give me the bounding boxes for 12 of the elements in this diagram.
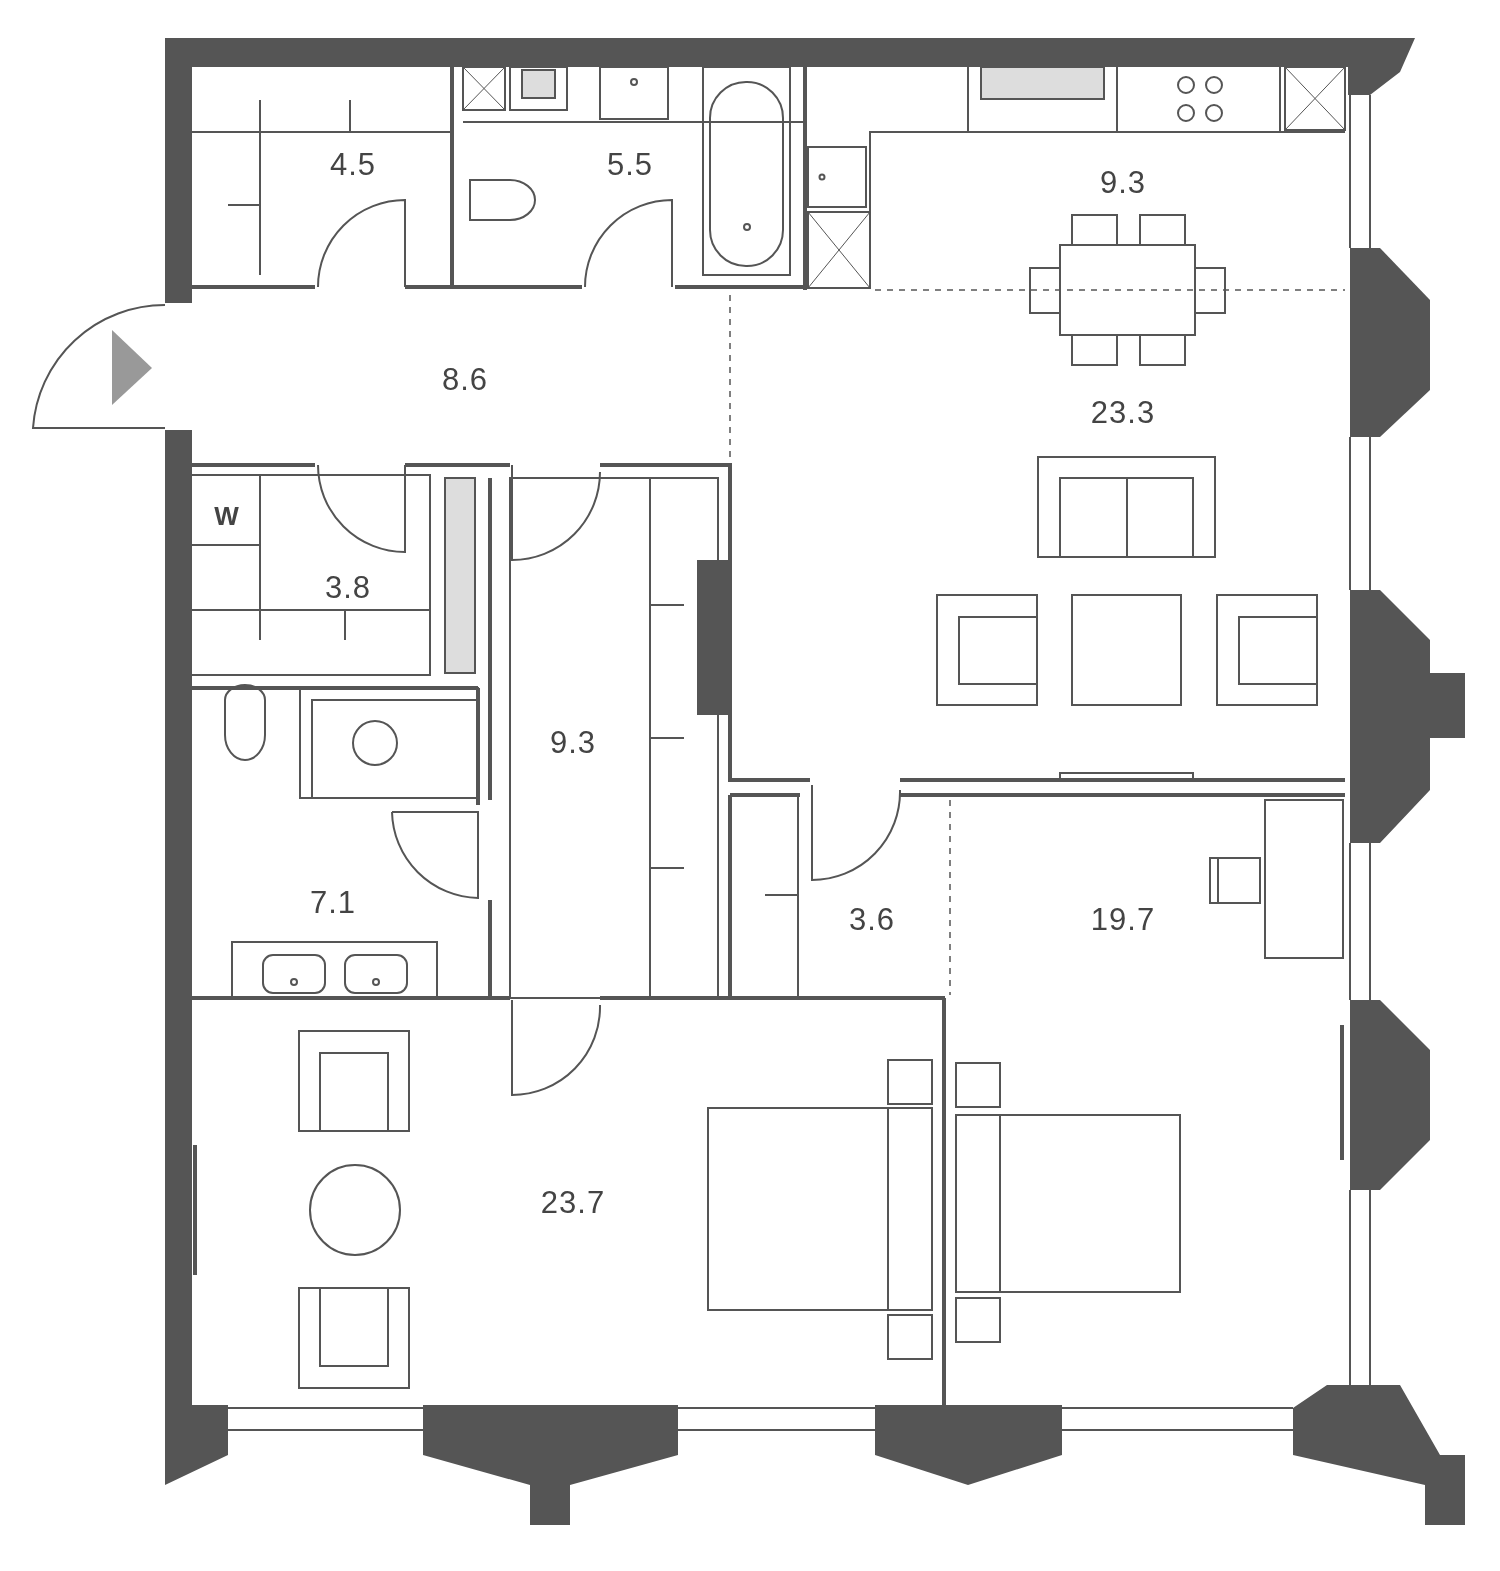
area-label: 5.5 bbox=[606, 147, 654, 183]
area-label: 23.7 bbox=[540, 1185, 606, 1221]
room-mark: W bbox=[214, 500, 240, 532]
area-label: 23.3 bbox=[1090, 395, 1156, 431]
area-label: 9.3 bbox=[1099, 165, 1147, 201]
area-label: 9.3 bbox=[549, 725, 597, 761]
area-label: 8.6 bbox=[441, 362, 489, 398]
area-label: 4.5 bbox=[329, 147, 377, 183]
area-label: 3.8 bbox=[324, 570, 372, 606]
area-label: 3.6 bbox=[848, 902, 896, 938]
area-label: 19.7 bbox=[1090, 902, 1156, 938]
area-label: 7.1 bbox=[309, 885, 357, 921]
